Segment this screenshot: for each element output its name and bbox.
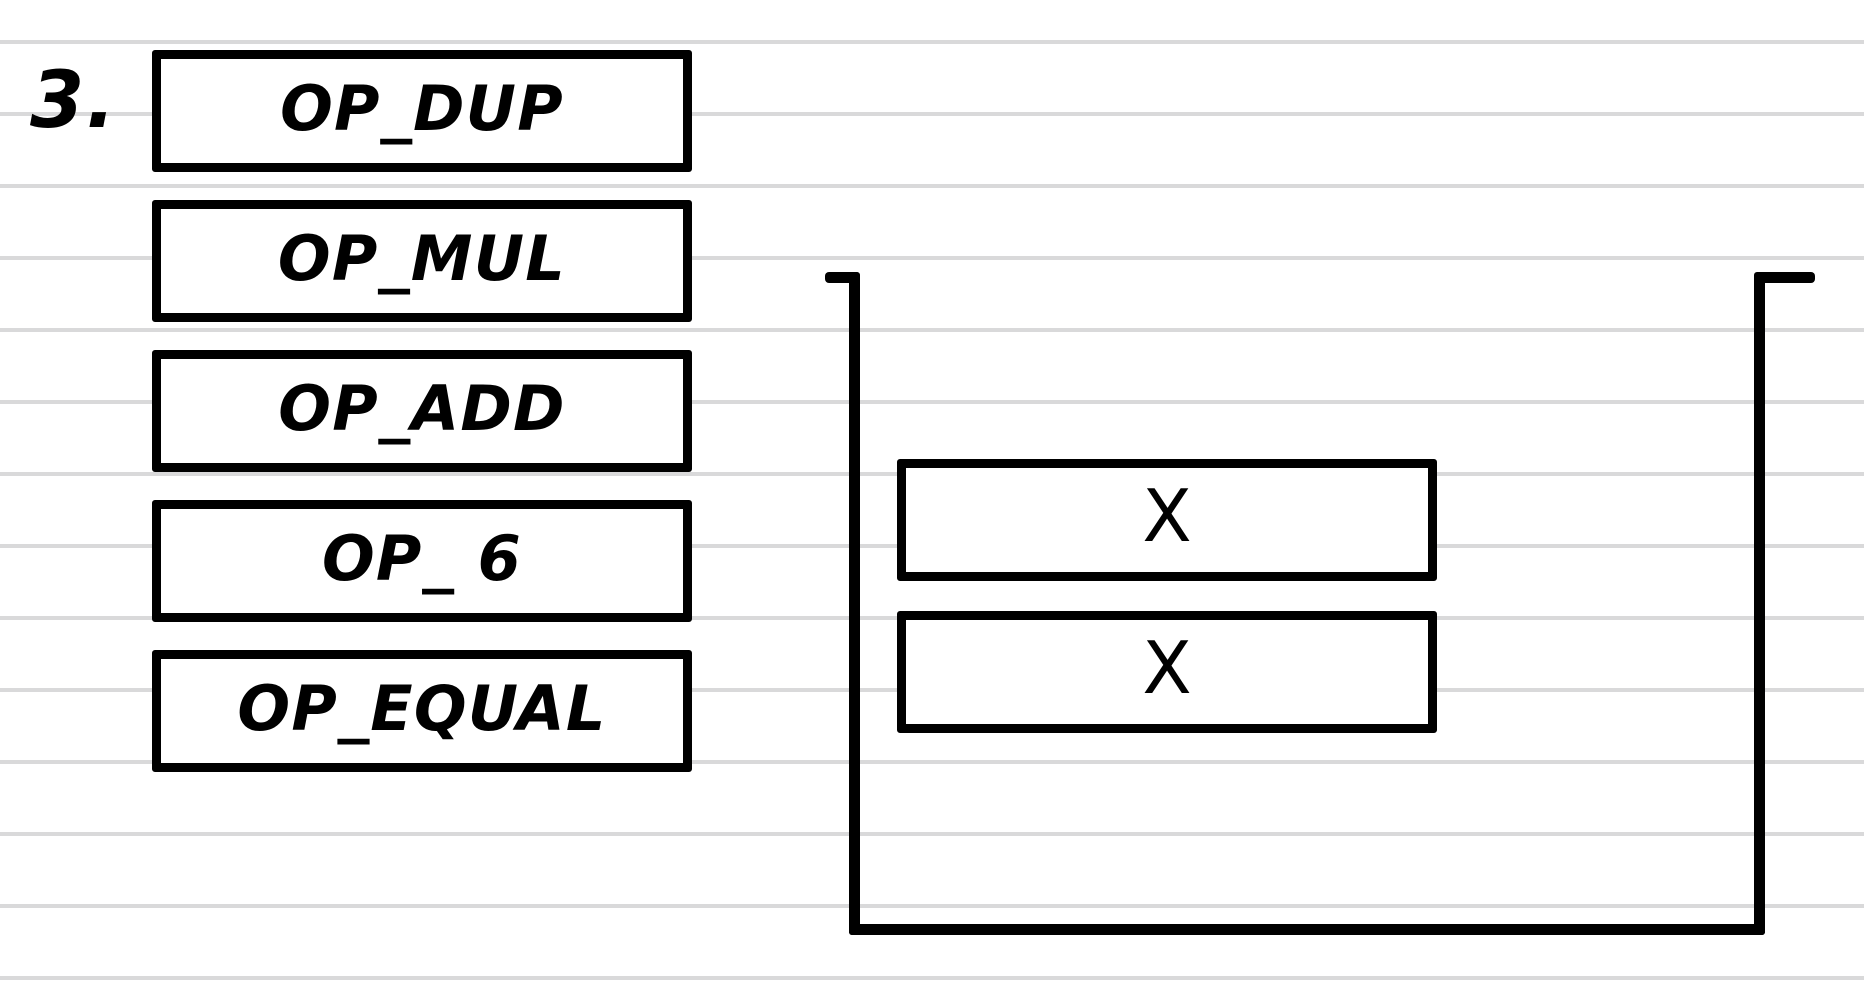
script-opcode-stack: OP_DUP OP_MUL OP_ADD OP_ 6 OP_EQUAL: [152, 50, 692, 800]
opcode-label: OP_EQUAL: [237, 672, 607, 745]
opcode-box[interactable]: OP_EQUAL: [152, 650, 692, 772]
opcode-label: OP_MUL: [277, 222, 567, 295]
bracket-left-leg: [849, 272, 860, 935]
bracketed-value-stack: X X: [897, 459, 1437, 763]
bracket-base-icon: [849, 924, 1765, 935]
opcode-label: OP_ 6: [321, 522, 523, 595]
stack-bracket: [825, 272, 1815, 935]
value-box[interactable]: X: [897, 459, 1437, 581]
ruled-line: [0, 40, 1864, 44]
opcode-box[interactable]: OP_DUP: [152, 50, 692, 172]
ruled-line: [0, 976, 1864, 980]
opcode-box[interactable]: OP_MUL: [152, 200, 692, 322]
item-number: 3.: [30, 56, 118, 146]
value-label: X: [1142, 474, 1192, 558]
opcode-label: OP_ADD: [278, 372, 566, 445]
opcode-label: OP_DUP: [280, 72, 564, 145]
value-label: X: [1142, 626, 1192, 710]
bracket-right-leg: [1754, 272, 1765, 935]
value-box[interactable]: X: [897, 611, 1437, 733]
opcode-box[interactable]: OP_ADD: [152, 350, 692, 472]
bracket-right-icon: [1755, 272, 1815, 283]
bracket-left-icon: [825, 272, 860, 283]
opcode-box[interactable]: OP_ 6: [152, 500, 692, 622]
